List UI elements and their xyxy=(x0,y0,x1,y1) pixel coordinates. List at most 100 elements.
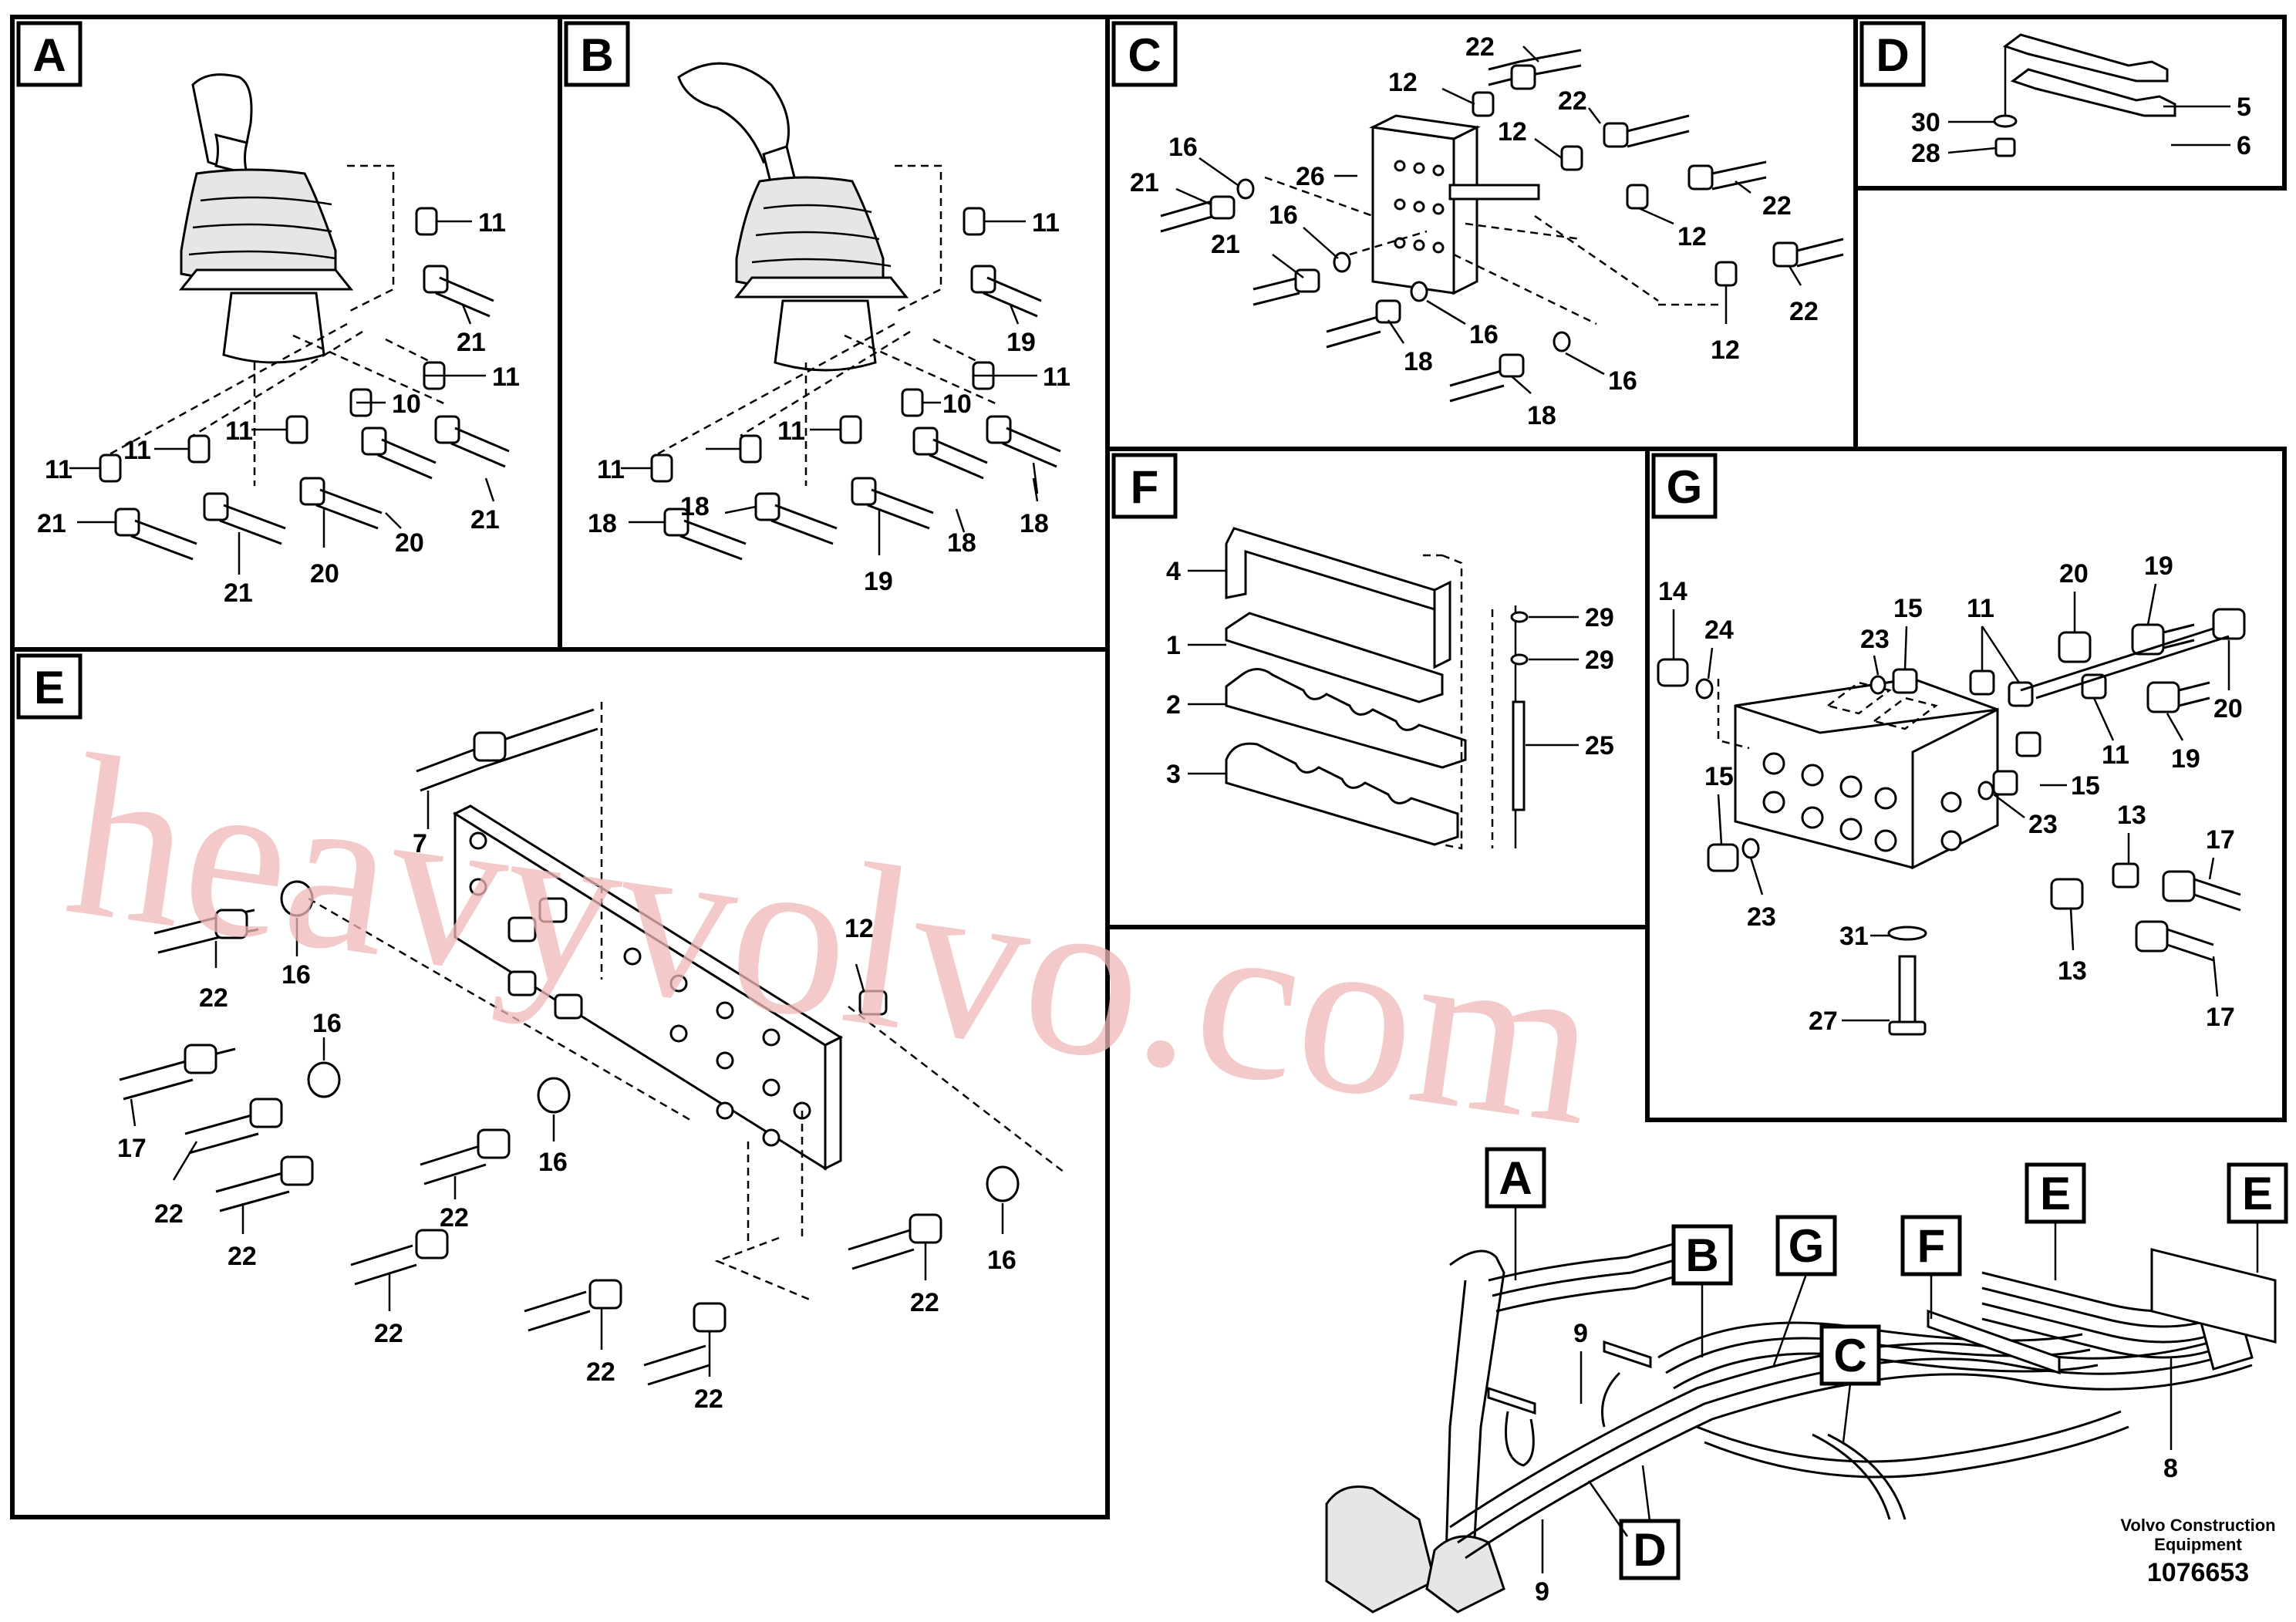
panel-f-callouts: 4 1 2 3 29 29 25 xyxy=(1166,557,1614,789)
panel-g-block xyxy=(1734,677,1999,870)
panel-a-joystick xyxy=(178,73,354,364)
svg-text:7: 7 xyxy=(413,829,427,858)
svg-text:12: 12 xyxy=(1388,68,1418,97)
panel-g-callouts: 14 24 23 15 11 20 19 20 15 11 19 23 23 1… xyxy=(1658,551,2243,1036)
svg-text:A: A xyxy=(1499,1152,1532,1204)
svg-text:11: 11 xyxy=(597,455,625,484)
panel-f-tag: F xyxy=(1111,453,1178,519)
svg-text:22: 22 xyxy=(440,1203,469,1233)
footer-block: Volvo Construction Equipment 1076653 xyxy=(2120,1516,2275,1587)
svg-text:15: 15 xyxy=(2071,771,2100,801)
svg-text:16: 16 xyxy=(1469,320,1499,349)
panel-b-fittings xyxy=(650,164,1061,561)
svg-text:D: D xyxy=(1876,29,1909,81)
panel-c-tag: C xyxy=(1111,21,1178,87)
svg-text:1: 1 xyxy=(1166,631,1181,660)
svg-text:11: 11 xyxy=(123,436,151,465)
panel-b-callouts: 11 19 11 10 11 18 11 18 11 11 18 19 18 1… xyxy=(588,208,1070,596)
panel-e-frame xyxy=(10,647,1110,1519)
svg-text:30: 30 xyxy=(1911,108,1940,137)
svg-text:D: D xyxy=(1633,1524,1666,1576)
svg-text:16: 16 xyxy=(312,1009,342,1038)
panel-d-frame xyxy=(1853,15,2287,191)
svg-text:C: C xyxy=(1128,29,1161,81)
svg-text:18: 18 xyxy=(680,492,710,521)
panel-d-callouts: 30 28 5 6 xyxy=(1911,93,2251,168)
svg-text:C: C xyxy=(1833,1330,1866,1381)
svg-text:22: 22 xyxy=(694,1384,723,1414)
svg-text:8: 8 xyxy=(2163,1454,2178,1483)
svg-text:18: 18 xyxy=(1527,401,1556,430)
panel-g-tag: G xyxy=(1651,453,1718,519)
svg-text:22: 22 xyxy=(228,1242,257,1271)
svg-text:16: 16 xyxy=(1269,201,1298,230)
svg-text:23: 23 xyxy=(1860,625,1890,654)
panel-b-tag: B xyxy=(564,21,630,87)
svg-text:18: 18 xyxy=(1020,509,1049,538)
svg-text:17: 17 xyxy=(2206,1003,2235,1032)
svg-text:22: 22 xyxy=(1558,86,1587,116)
panel-e-hoses xyxy=(119,702,1065,1386)
panel-d-tag: D xyxy=(1859,21,1926,87)
svg-text:12: 12 xyxy=(1677,222,1707,251)
svg-text:9: 9 xyxy=(1535,1577,1549,1607)
svg-text:19: 19 xyxy=(1006,328,1036,357)
svg-text:21: 21 xyxy=(470,505,500,534)
svg-text:16: 16 xyxy=(987,1246,1017,1275)
svg-text:18: 18 xyxy=(947,528,976,558)
svg-text:4: 4 xyxy=(1166,557,1181,586)
svg-text:25: 25 xyxy=(1585,731,1614,760)
svg-text:F: F xyxy=(1131,461,1159,513)
svg-text:20: 20 xyxy=(310,559,339,588)
panel-c-bracket xyxy=(1369,114,1540,295)
panel-g-fittings xyxy=(1657,608,2246,1036)
svg-text:11: 11 xyxy=(1032,208,1060,238)
svg-text:11: 11 xyxy=(777,416,805,446)
svg-text:17: 17 xyxy=(2206,825,2235,855)
svg-text:18: 18 xyxy=(1404,347,1433,376)
svg-text:19: 19 xyxy=(864,567,893,596)
svg-text:22: 22 xyxy=(1789,297,1819,326)
svg-text:11: 11 xyxy=(492,363,520,392)
svg-text:20: 20 xyxy=(2213,694,2243,723)
svg-text:21: 21 xyxy=(457,328,486,357)
svg-text:20: 20 xyxy=(2059,559,2089,588)
panel-e-callouts: 16 22 7 12 16 17 22 22 16 22 22 22 16 22… xyxy=(117,791,1017,1414)
svg-text:22: 22 xyxy=(586,1357,615,1387)
panel-a-tag: A xyxy=(16,21,83,87)
panel-b-joystick xyxy=(677,62,909,372)
svg-text:11: 11 xyxy=(45,455,72,484)
svg-text:18: 18 xyxy=(588,509,617,538)
svg-text:19: 19 xyxy=(2171,744,2200,774)
svg-text:21: 21 xyxy=(1211,230,1240,259)
svg-text:A: A xyxy=(32,29,66,81)
svg-text:9: 9 xyxy=(1573,1319,1588,1348)
svg-text:E: E xyxy=(2242,1168,2273,1219)
svg-text:E: E xyxy=(34,662,65,713)
svg-text:11: 11 xyxy=(1967,594,1994,623)
panel-e-plate xyxy=(452,804,888,1171)
svg-text:Volvo Construction: Volvo Construction xyxy=(2120,1516,2275,1535)
panel-d-strap xyxy=(1993,33,2176,157)
svg-text:E: E xyxy=(2040,1168,2071,1219)
svg-text:28: 28 xyxy=(1911,139,1940,168)
svg-text:19: 19 xyxy=(2144,551,2173,581)
panel-f-clamp xyxy=(1225,527,1529,850)
svg-text:12: 12 xyxy=(1498,117,1527,147)
svg-text:16: 16 xyxy=(538,1148,568,1177)
svg-text:31: 31 xyxy=(1839,922,1869,951)
svg-text:6: 6 xyxy=(2237,131,2251,160)
svg-text:29: 29 xyxy=(1585,646,1614,675)
svg-text:16: 16 xyxy=(1168,133,1198,162)
svg-text:22: 22 xyxy=(910,1288,939,1317)
svg-text:11: 11 xyxy=(2102,740,2129,770)
svg-text:16: 16 xyxy=(282,960,311,990)
svg-text:F: F xyxy=(1917,1220,1946,1272)
svg-text:5: 5 xyxy=(2237,93,2251,122)
svg-text:G: G xyxy=(1667,461,1703,513)
svg-text:21: 21 xyxy=(37,509,66,538)
svg-text:G: G xyxy=(1789,1220,1825,1272)
svg-text:Equipment: Equipment xyxy=(2154,1535,2242,1554)
svg-text:11: 11 xyxy=(225,416,253,446)
